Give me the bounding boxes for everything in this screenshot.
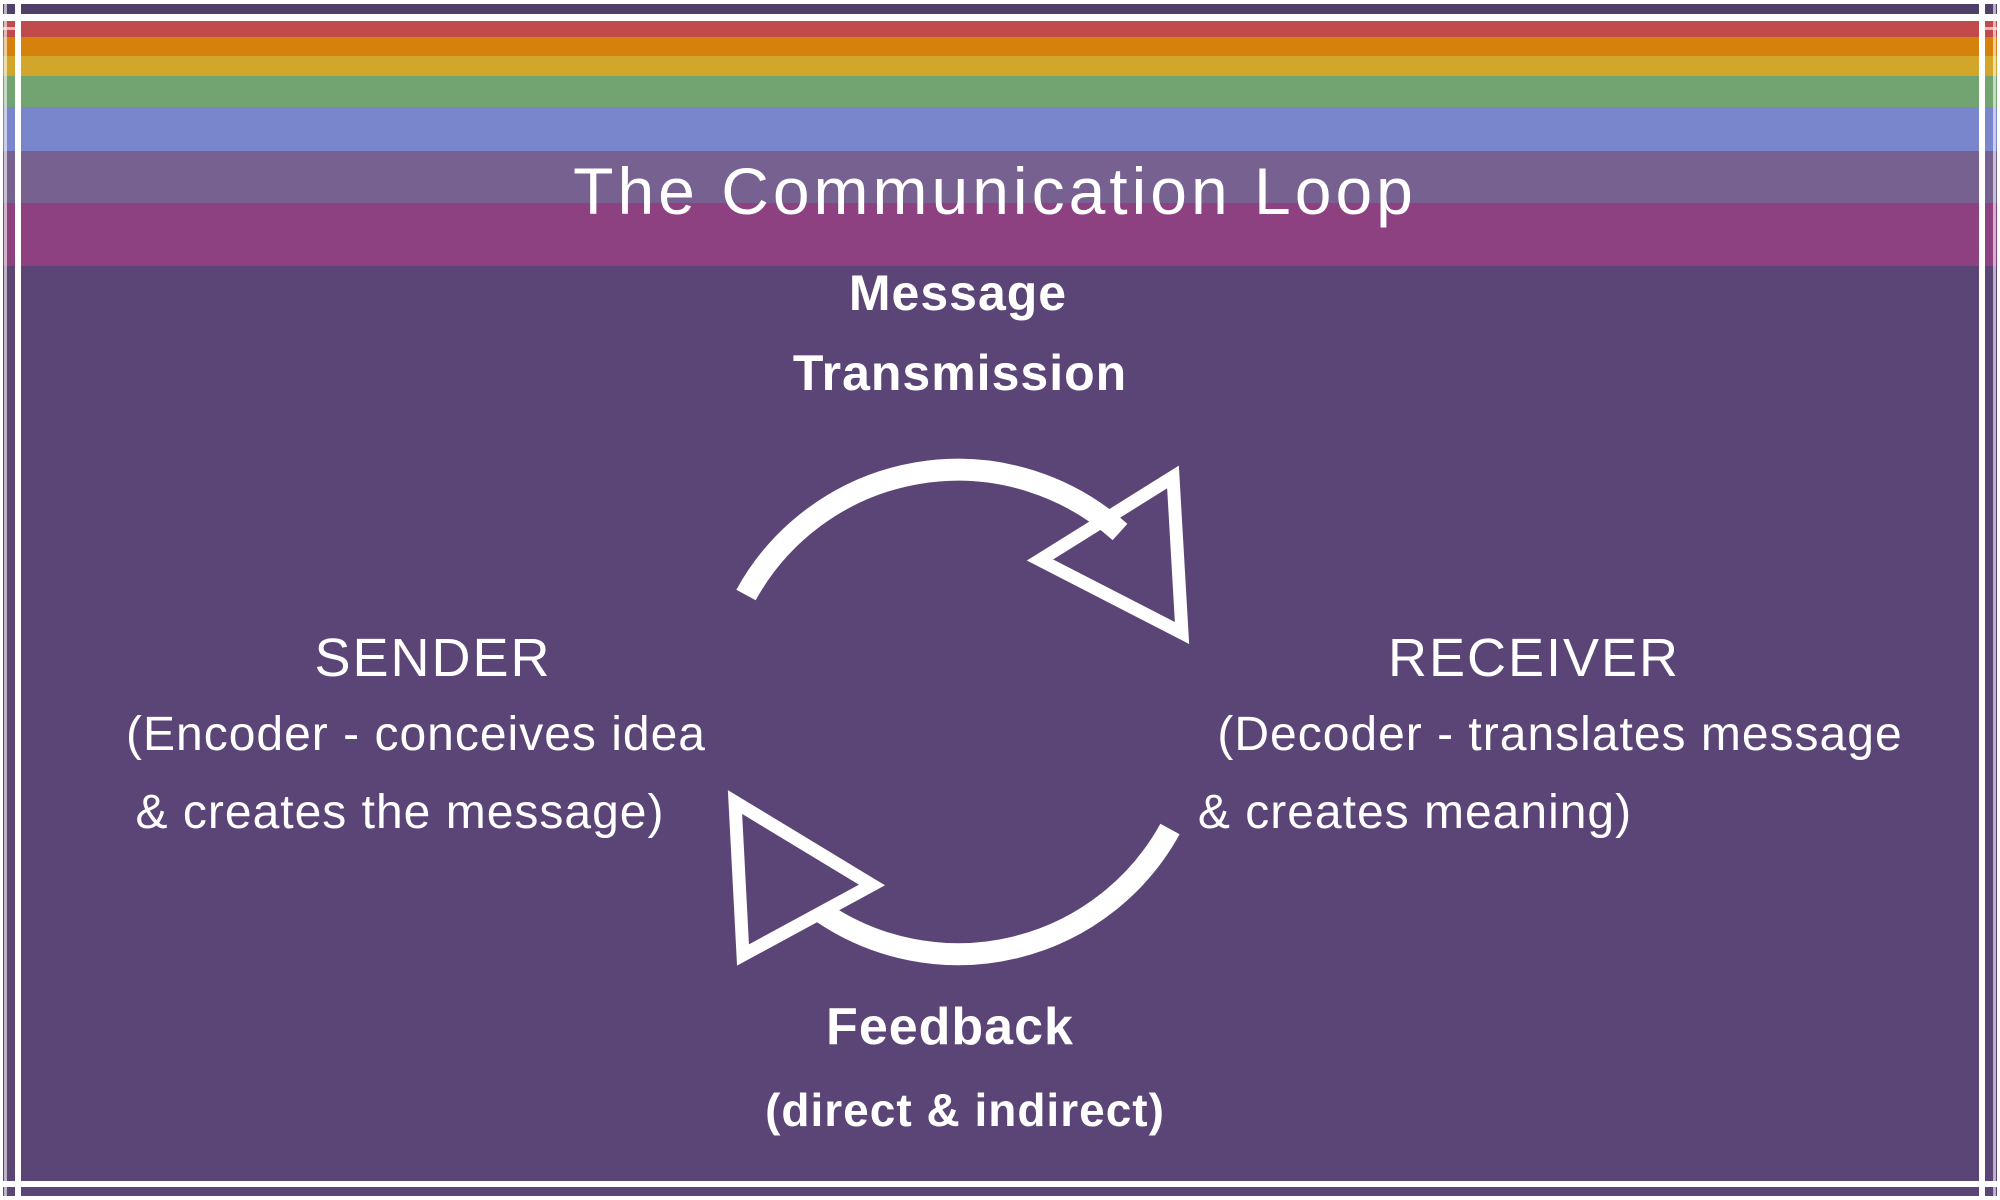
sender-description-line1: (Encoder - conceives idea [126, 708, 706, 761]
frame-faint-line-left [4, 0, 7, 1200]
feedback-line2: (direct & indirect) [765, 1084, 1165, 1136]
frame-faint-tick-top-left [0, 27, 21, 30]
message-transmission-line2: Transmission [792, 345, 1128, 401]
feedback-line1: Feedback [826, 998, 1074, 1056]
frame-line-left [15, 0, 21, 1200]
receiver-description-line1: (Decoder - translates message [1217, 708, 1903, 761]
frame-line-bottom [3, 1181, 1997, 1187]
bottom-arc-icon [816, 823, 1180, 966]
bottom-arrowhead-icon [727, 790, 886, 966]
frame-faint-tick-top-right [1979, 27, 2000, 30]
stripe-green [3, 76, 1997, 107]
rainbow-stripes [3, 4, 1997, 266]
stripe-magenta [3, 203, 1997, 266]
poster-body [3, 266, 1997, 1196]
receiver-label: RECEIVER [1387, 628, 1681, 688]
top-arc-icon [736, 458, 1128, 601]
top-arrowhead-icon [1026, 465, 1190, 644]
stripe-muted-purple [3, 151, 1997, 203]
frame-line-right [1979, 0, 1985, 1200]
stripe-blue [3, 107, 1997, 151]
stripe-orange [3, 37, 1997, 56]
stripe-red [3, 21, 1997, 37]
stripe-white-divider [3, 14, 1997, 21]
sender-description-line2: & creates the message) [135, 786, 665, 839]
poster-title: The Communication Loop [573, 154, 1417, 228]
stripe-yellow [3, 56, 1997, 76]
stripe-dark-purple [3, 4, 1997, 14]
sender-label: SENDER [314, 628, 552, 688]
message-transmission-line1: Message [848, 265, 1068, 321]
frame-faint-line-right [1993, 0, 1996, 1200]
receiver-description-line2: & creates meaning) [1197, 786, 1633, 839]
